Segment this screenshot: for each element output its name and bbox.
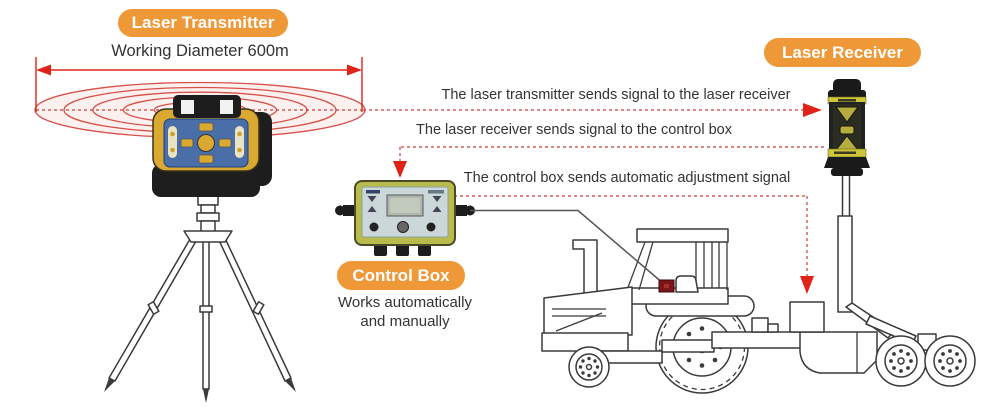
laser-transmitter-device — [152, 95, 272, 197]
dimension-arrow-icon — [35, 57, 363, 112]
laser-transmitter-badge: Laser Transmitter — [118, 9, 288, 37]
signal-label-transmitter-to-receiver: The laser transmitter sends signal to th… — [441, 87, 791, 103]
control-wire — [470, 209, 665, 285]
signal-label-control-box-adjustment: The control box sends automatic adjustme… — [463, 170, 791, 186]
control-box-device — [335, 180, 475, 256]
signal-label-receiver-to-control-box: The laser receiver sends signal to the c… — [416, 122, 732, 138]
control-box-note-line1: Works automatically — [338, 294, 472, 311]
working-diameter-label: Working Diameter 600m — [111, 42, 289, 60]
control-box-badge: Control Box — [337, 261, 465, 290]
signal-arrow-transmitter-to-receiver — [363, 103, 822, 117]
control-box-note-line2: and manually — [360, 313, 450, 330]
signal-arrow-control-box-to-leveler — [448, 195, 814, 294]
laser-receiver-device — [824, 79, 870, 176]
laser-receiver-badge: Laser Receiver — [764, 38, 921, 67]
signal-arrow-receiver-to-control-box — [393, 146, 824, 178]
cab-control-unit — [658, 279, 675, 293]
tripod — [104, 195, 296, 403]
tractor — [541, 228, 755, 394]
control-box-note: Works automatically and manually — [322, 293, 488, 331]
land-leveler — [711, 173, 976, 387]
